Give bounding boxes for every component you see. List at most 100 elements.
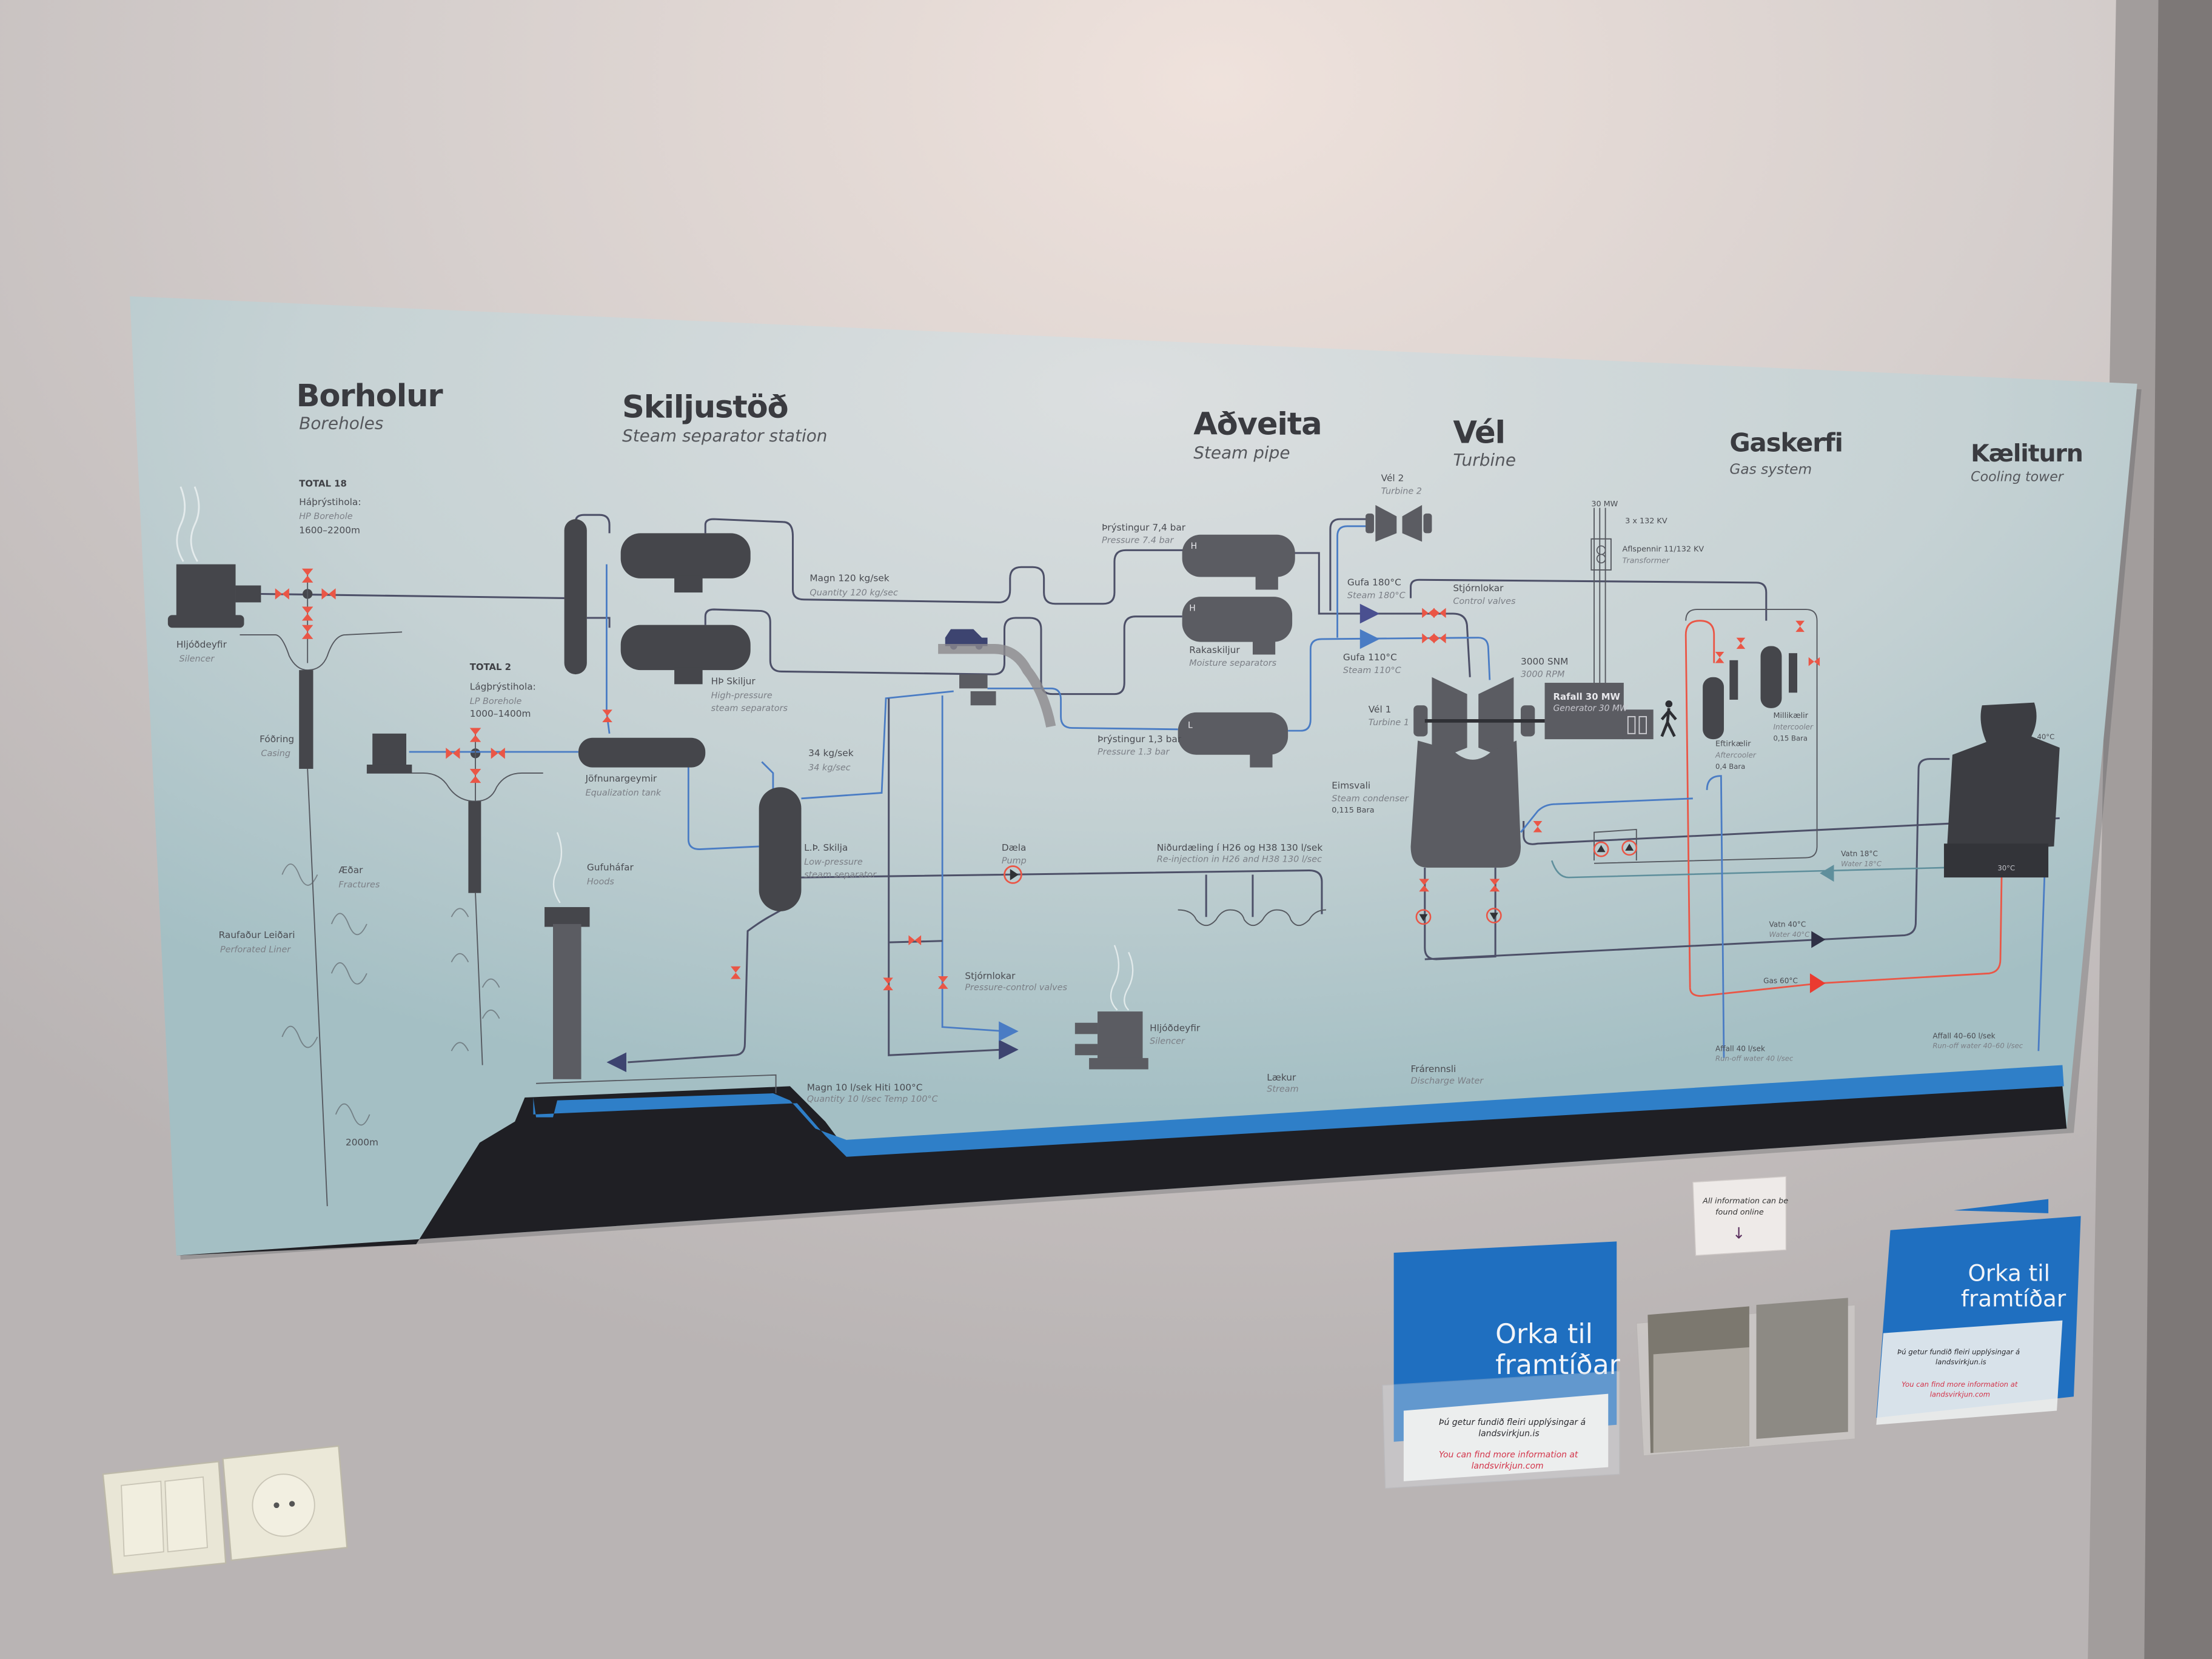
depth-label: 2000m	[346, 1137, 378, 1148]
silencer-left-label: Hljóðdeyfir	[176, 639, 227, 650]
equalization-label: Jöfnunargeymir	[585, 773, 657, 784]
generator-icon: Rafall 30 MW Generator 30 MW	[1544, 683, 1654, 740]
intercooler-label-en: Intercooler	[1773, 723, 1814, 731]
section-subtitle-turbine: Turbine	[1453, 450, 1516, 470]
brochure-holder-left: Orka til framtíðar Þú getur fundið fleir…	[1382, 1241, 1621, 1489]
section-title-steam-pipe: Aðveita	[1193, 406, 1321, 443]
silencer-mid-label-en: Silencer	[1150, 1037, 1185, 1047]
car-icon	[938, 629, 1056, 728]
water-18-label-en: Water 18°C	[1841, 859, 1882, 868]
arrow-icon	[1820, 865, 1834, 882]
pumps	[1004, 840, 1638, 925]
aftercooler-pressure: 0,4 Bara	[1715, 762, 1745, 771]
switch-rocker-right[interactable]	[164, 1476, 208, 1553]
lp-separator-label: L.Þ. Skilja	[804, 842, 848, 853]
lp-borehole-label: Lágþrýstihola:	[470, 682, 536, 692]
hp-total-label: TOTAL 18	[299, 478, 347, 489]
section-title-turbine: Vél	[1453, 415, 1505, 451]
intercooler-label: Millikælir	[1773, 711, 1808, 720]
turbine-2-icon	[1366, 504, 1432, 542]
control-valves-label: Stjórnlokar	[1453, 583, 1504, 594]
pump-icon	[1593, 841, 1609, 857]
brochure-right-title-2: framtíðar	[1961, 1285, 2066, 1312]
power-label: 30 MW	[1591, 500, 1618, 509]
runoff-40-label: Affall 40 l/sek	[1715, 1044, 1765, 1053]
aftercooler-label: Eftirkælir	[1715, 740, 1751, 749]
lp-total-label: TOTAL 2	[470, 662, 511, 672]
wall-corner-shadow	[2144, 0, 2212, 1659]
moisture-label: Rakaskiljur	[1189, 645, 1240, 655]
pressure-valves-label: Stjórnlokar	[965, 971, 1016, 982]
steam-110-label-en: Steam 110°C	[1343, 666, 1402, 675]
steam-180-label-en: Steam 180°C	[1347, 591, 1406, 600]
light-switch[interactable]	[102, 1460, 227, 1575]
hp-separators-label-en1: High-pressure	[711, 691, 773, 701]
arrow-icon	[1811, 931, 1826, 948]
brochure-left[interactable]	[1393, 1241, 1617, 1442]
pressure-13-label: Þrýstingur 1,3 bar	[1098, 734, 1182, 745]
lines-label: 3 x 132 KV	[1625, 517, 1667, 526]
section-title-gas: Gaskerfi	[1729, 427, 1843, 457]
steam-110-label: Gufa 110°C	[1343, 652, 1397, 663]
lp-borehole-depth: 1000–1400m	[470, 708, 531, 719]
hoods-label-en: Hoods	[587, 877, 615, 887]
reinjection-label-en: Re-injection in H26 and H38 130 l/sec	[1157, 855, 1322, 865]
info-sign: All information can be found online ↓	[1692, 1176, 1788, 1256]
flow-34-label: 34 kg/sek	[808, 748, 854, 759]
transformer-label: Aflspennir 11/132 KV	[1623, 545, 1704, 554]
gas-60-label: Gas 60°C	[1763, 977, 1798, 985]
section-subtitle-steam-pipe: Steam pipe	[1193, 443, 1290, 463]
hoods-label: Gufuháfar	[587, 862, 634, 873]
section-subtitle-gas: Gas system	[1729, 461, 1812, 478]
tower-top-temp: 40°C	[2037, 732, 2055, 741]
arrow-icon	[999, 1039, 1019, 1060]
hp-separators-label-en2: steam separators	[711, 704, 788, 714]
section-title-boreholes: Borholur	[297, 378, 444, 414]
pump-icon	[1486, 908, 1502, 923]
brochure-left-title-2: framtíðar	[1495, 1350, 1621, 1381]
pressure-valves-label-en: Pressure-control valves	[965, 983, 1067, 993]
aftercooler-label-en: Aftercooler	[1715, 751, 1757, 759]
turbine1-label: Vél 1	[1369, 704, 1392, 715]
control-valves-label-en: Control valves	[1453, 597, 1516, 606]
gas-coolers	[1703, 646, 1797, 740]
down-arrow-icon: ↓	[1732, 1225, 1745, 1243]
moisture-separators: H H L	[959, 534, 1295, 768]
runoff-4060-label: Affall 40–60 l/sek	[1932, 1031, 1995, 1040]
casing-label: Fóðring	[260, 734, 294, 745]
holder-right-en1: You can find more information at	[1902, 1380, 2018, 1389]
discharge-label: Frárennsli	[1411, 1064, 1456, 1074]
brochure-right-title-1: Orka til	[1968, 1259, 2050, 1286]
condenser-pressure: 0,115 Bara	[1332, 806, 1374, 815]
pump-label: Dæla	[1002, 842, 1027, 853]
rpm-label-en: 3000 RPM	[1521, 670, 1565, 680]
poster: Borholur Boreholes Skiljustöð Steam sepa…	[130, 296, 2142, 1260]
info-sign-line1: All information can be	[1702, 1197, 1788, 1206]
ground-water-line	[536, 1074, 777, 1094]
pipes	[261, 508, 2060, 1064]
brochure-holder-middle	[1636, 1298, 1856, 1456]
water-18-label: Vatn 18°C	[1841, 850, 1878, 858]
transformer-label-en: Transformer	[1623, 556, 1671, 565]
silencer-left-icon	[167, 486, 261, 628]
tower-bottom-temp: 30°C	[1997, 863, 2015, 872]
ground	[176, 1086, 2067, 1256]
arrow-icon	[999, 1021, 1019, 1041]
equalization-tank	[578, 737, 706, 768]
cooling-tower-icon	[1943, 702, 2060, 878]
silencer-lp-icon	[366, 733, 412, 773]
switch-rocker-left[interactable]	[121, 1480, 164, 1557]
turbine2-label: Vél 2	[1381, 472, 1404, 483]
liner-label: Raufaður Leiðari	[219, 930, 295, 940]
hp-separators	[620, 533, 751, 685]
water-40-label-en: Water 40°C	[1769, 930, 1810, 939]
holder-right-en2: landsvirkjun.com	[1930, 1390, 1990, 1398]
arrow-icon	[1359, 629, 1380, 649]
condenser-label-en: Steam condenser	[1332, 794, 1409, 803]
brochure-holder-right: Orka til framtíðar Þú getur fundið fleir…	[1876, 1199, 2081, 1425]
lp-separator	[759, 787, 802, 911]
holder-right-is2: landsvirkjun.is	[1936, 1358, 1986, 1366]
stream-label: Lækur	[1267, 1072, 1296, 1083]
pamphlet[interactable]	[1756, 1298, 1848, 1439]
